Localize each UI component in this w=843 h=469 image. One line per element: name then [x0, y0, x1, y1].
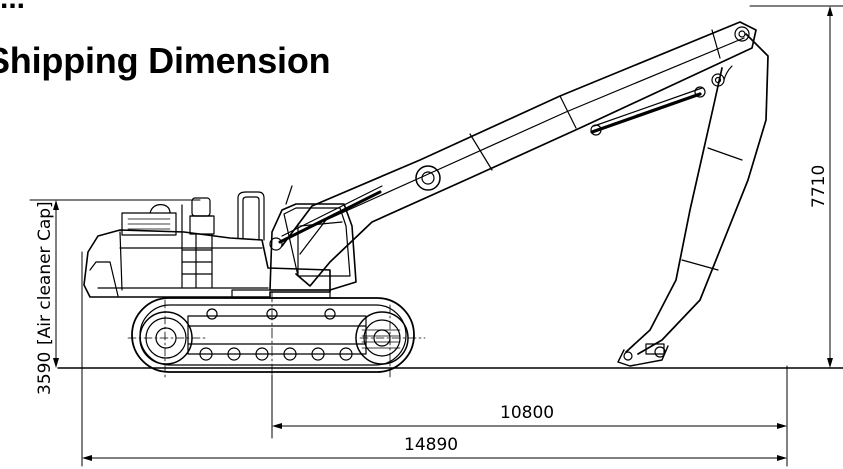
dim-overall-length: 14890 — [404, 435, 458, 455]
boom — [269, 21, 757, 287]
page-title: Shipping Dimension — [0, 40, 331, 81]
upper-structure — [83, 185, 357, 298]
dim-air-cleaner-height: 3590 — [35, 352, 55, 395]
clipped-heading-fragment: ... — [0, 0, 25, 16]
dim-air-cleaner-label: [Air cleaner Cap] — [35, 201, 55, 345]
dim-overall-height: 7710 — [809, 165, 829, 208]
dim-front-reach: 10800 — [500, 403, 554, 423]
undercarriage — [131, 289, 415, 373]
arm — [617, 33, 769, 367]
